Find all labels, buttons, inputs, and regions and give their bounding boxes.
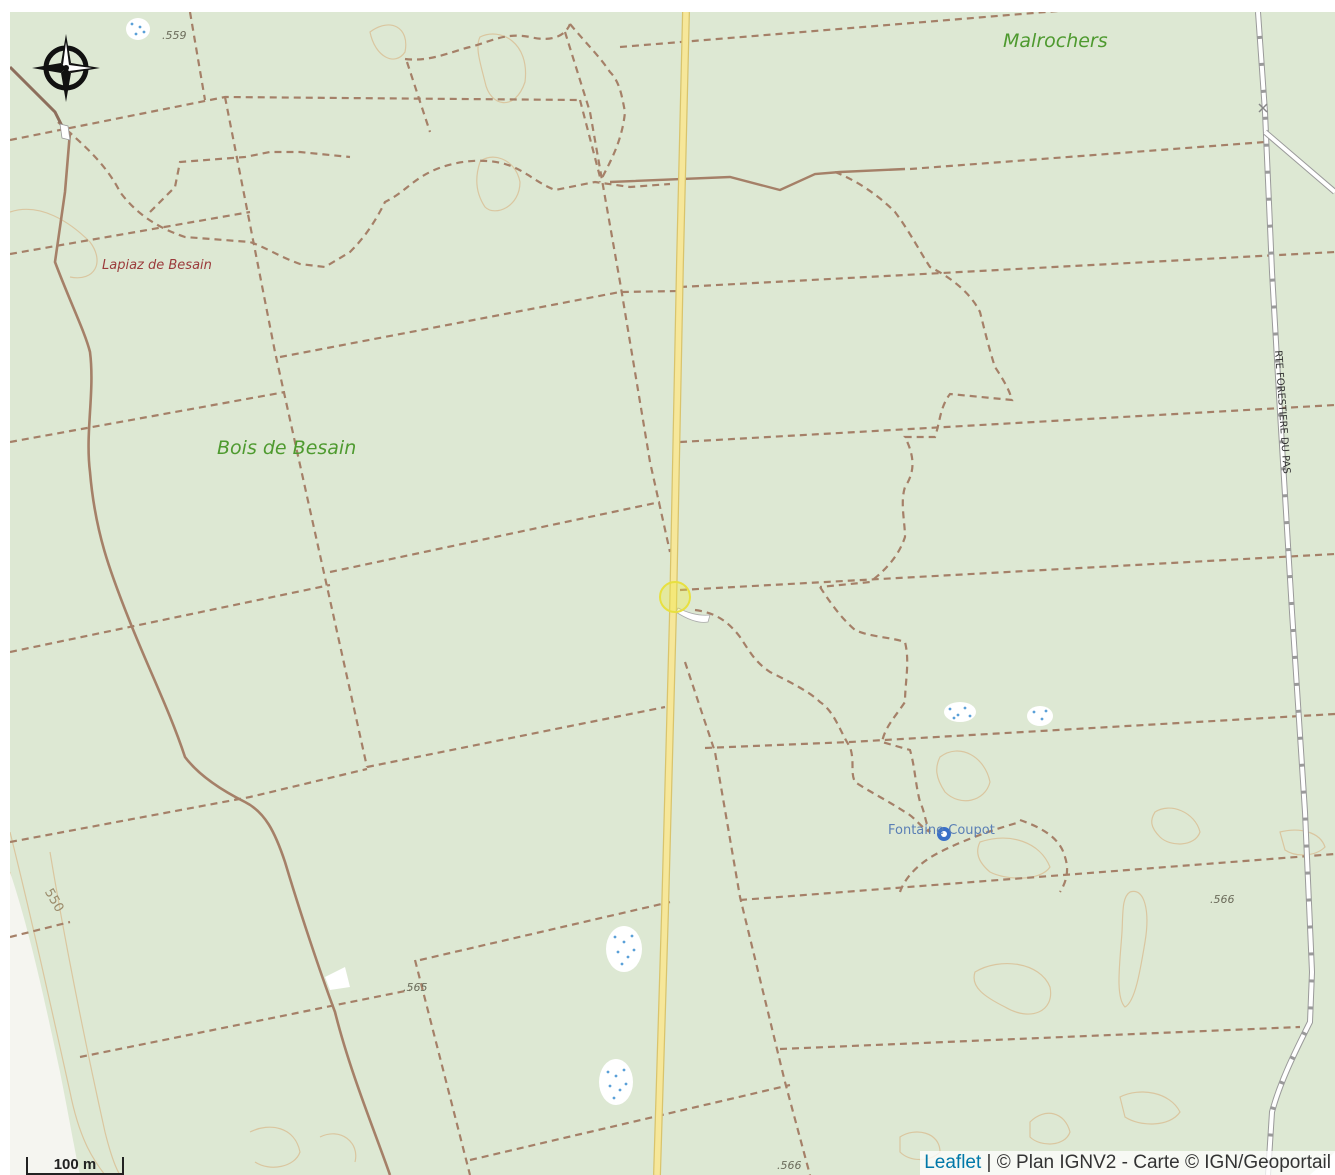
map-viewport[interactable]: Malrochers Bois de Besain Lapiaz de Besa… [10,12,1335,1175]
scale-label: 100 m [53,1156,97,1173]
place-label-fontaine-coupot: Fontaine Coupot [888,823,995,838]
page-title-fragment [0,0,1335,12]
altitude-label-559: .559 [162,29,187,42]
leaflet-link[interactable]: Leaflet [924,1152,982,1173]
spring-icon[interactable] [937,827,951,841]
attribution-text: © Plan IGNV2 - Carte © IGN/Geoportail [996,1152,1331,1173]
map-tiles [10,12,1335,1175]
forest-paths [10,12,1335,1175]
altitude-label-565: .565 [403,981,428,994]
place-label-bois-de-besain: Bois de Besain [217,437,357,459]
location-highlight-marker[interactable] [659,581,691,613]
altitude-label-566-bottom: .566 [777,1159,802,1172]
attribution-separator: | [981,1152,997,1173]
place-label-lapiaz-de-besain: Lapiaz de Besain [102,258,212,273]
place-label-malrochers: Malrochers [1003,30,1108,52]
scale-bar: 100 m [26,1157,124,1175]
altitude-label-566-right: .566 [1210,893,1235,906]
map-attribution: Leaflet | © Plan IGNV2 - Carte © IGN/Geo… [920,1151,1335,1175]
compass-rose-icon[interactable] [30,32,102,104]
water-areas [126,18,1053,1105]
